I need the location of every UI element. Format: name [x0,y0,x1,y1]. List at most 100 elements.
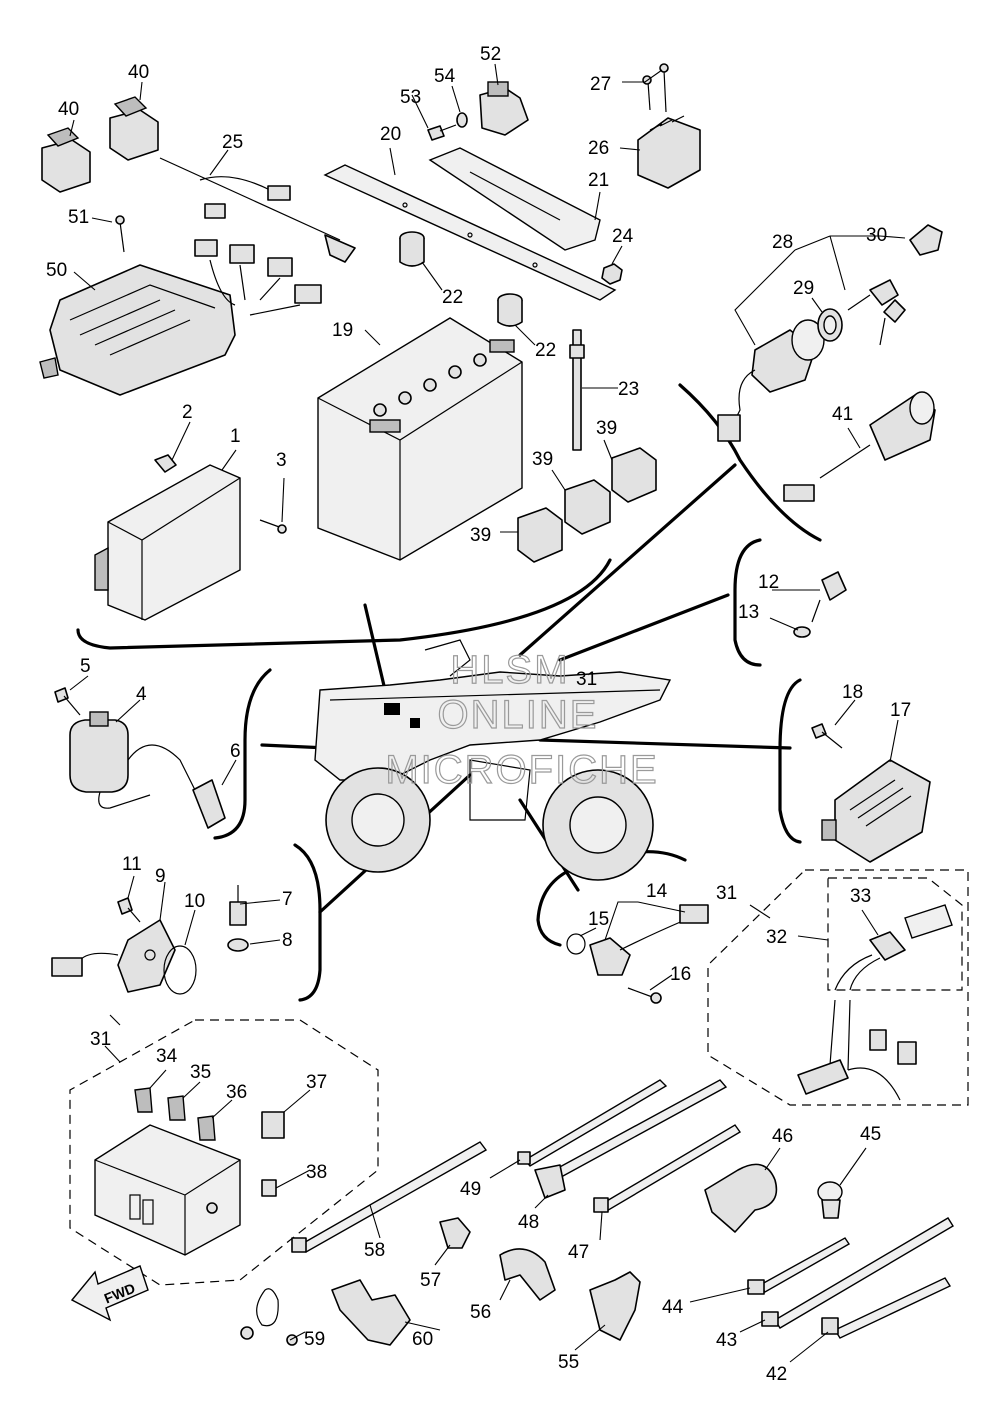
cable-tie-43 [761,1217,954,1329]
relay-unit-26 [637,115,701,189]
callout-number: 43 [716,1330,737,1351]
callout-number: 54 [434,66,456,87]
callout-number: 46 [772,1126,793,1147]
callout-number: 26 [588,138,609,159]
callout-number: 52 [480,44,501,65]
callout-number: 25 [222,132,243,153]
callout-number: 32 [766,927,787,948]
band-59 [240,1288,298,1346]
callout-number: 55 [558,1352,579,1373]
callout-number: 50 [46,260,67,281]
callout-number: 31 [716,883,737,904]
callout-number: 38 [306,1162,327,1183]
screw-51 [115,215,125,253]
callout-number: 11 [122,854,142,875]
bolt-16 [627,987,662,1004]
callout-number: 22 [442,287,463,308]
callout-number: 58 [364,1240,385,1261]
wire-harness-group-31-right [707,869,969,1106]
callout-number: 59 [304,1329,325,1350]
callout-number: 36 [226,1082,247,1103]
callout-number: 27 [590,74,611,95]
callout-number: 42 [766,1364,787,1385]
starter-relay-52 [479,81,529,136]
callout-number: 34 [156,1046,178,1067]
forward-direction-arrow [70,1265,149,1322]
ignition-coil-4 [69,711,151,809]
callout-number: 31 [576,669,597,690]
cable-tie-44 [747,1237,850,1295]
speed-sensor-14 [589,904,709,976]
band-46 [704,1163,778,1233]
cable-tie-47 [593,1124,742,1213]
callout-number: 3 [276,450,287,471]
callout-number: 13 [738,602,759,623]
wire-harness-25 [159,157,356,263]
callout-number: 18 [842,682,863,703]
relay-39a [611,447,657,503]
bolt-53 [427,124,457,141]
key-30a [909,224,943,256]
key-30b [847,279,906,346]
callout-number: 57 [420,1270,441,1291]
dc-socket-41 [783,391,936,502]
callout-number: 12 [758,572,779,593]
callout-number: 47 [568,1242,589,1263]
callout-number: 37 [306,1072,327,1093]
callout-number: 33 [850,886,871,907]
o-ring-10 [163,945,197,995]
callout-number: 22 [535,340,556,361]
washer-54 [456,112,468,128]
callout-number: 56 [470,1302,491,1323]
callout-number: 45 [860,1124,881,1145]
clamp-45 [817,1181,843,1219]
callout-number: 8 [282,930,293,951]
atv-vehicle [314,639,672,881]
relay-40a [41,127,91,193]
cable-tie-49 [517,1079,668,1167]
callout-number: 16 [670,964,691,985]
callout-number: 31 [90,1029,111,1050]
clamp-56 [499,1248,556,1301]
nut-24 [601,263,623,285]
callout-number: 2 [182,402,193,423]
relay-39b [564,479,611,535]
gasket-8 [227,938,249,952]
callout-number: 7 [282,889,293,910]
nut-29 [817,308,843,342]
damper-22a [399,231,425,267]
callout-number: 28 [772,232,793,253]
callout-number: 39 [470,525,491,546]
sensor-9 [51,919,176,993]
callout-number: 9 [155,866,166,887]
callout-number: 44 [662,1297,684,1318]
callout-number: 4 [136,684,147,705]
battery-cover-21 [428,147,601,251]
callout-number: 1 [230,426,241,447]
thermo-unit-12 [811,571,847,623]
switch-7 [229,885,247,926]
callout-number: 24 [612,226,634,247]
callout-number: 49 [460,1179,481,1200]
callout-number: 60 [412,1329,433,1350]
callout-number: 5 [80,656,91,677]
callout-number: 40 [58,99,79,120]
watermark-line-1: HLSM [450,648,569,692]
spark-plug-cap-6 [127,744,226,829]
callout-number: 53 [400,87,421,108]
bolt-5 [54,687,81,716]
relay-40b [109,96,159,161]
bolt-11 [117,897,141,923]
callout-number: 23 [618,379,639,400]
rectifier-17 [821,759,931,863]
callout-number: 41 [832,404,853,425]
callout-number: 10 [184,891,205,912]
callout-number: 19 [332,320,353,341]
battery-band-20 [323,164,617,301]
cable-tie-58 [291,1141,488,1253]
bolt-18 [811,723,843,749]
callout-number: 40 [128,62,149,83]
o-ring-15 [566,933,586,955]
relay-39c [517,507,563,563]
